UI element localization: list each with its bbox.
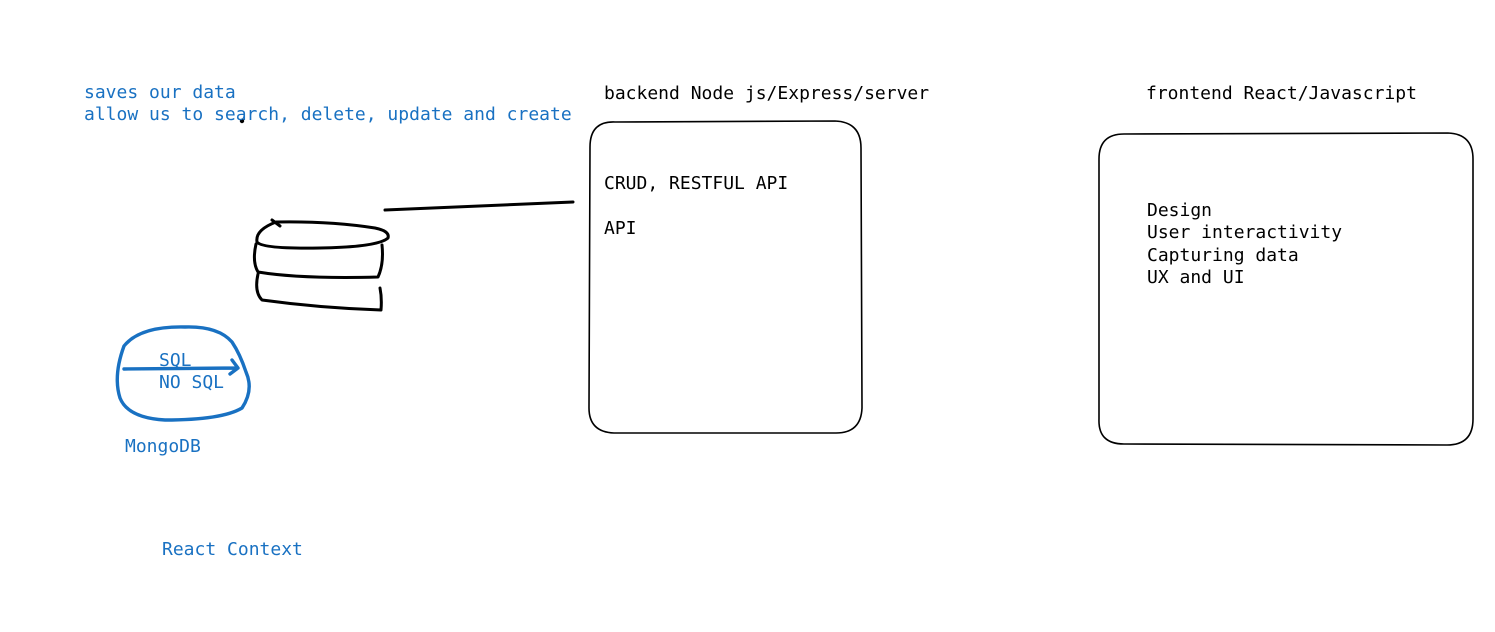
database-stack-icon xyxy=(252,218,390,312)
frontend-item-uxui: UX and UI xyxy=(1147,267,1245,288)
frontend-title: frontend React/Javascript xyxy=(1146,83,1417,104)
backend-title: backend Node js/Express/server xyxy=(604,83,930,104)
sql-label: SQL xyxy=(159,350,192,371)
frontend-item-capturing: Capturing data xyxy=(1147,245,1299,266)
stray-dot xyxy=(239,118,245,124)
frontend-item-interactivity: User interactivity xyxy=(1147,222,1343,243)
mongodb-label: MongoDB xyxy=(125,436,201,457)
frontend-box xyxy=(1098,132,1474,446)
database-types-blob xyxy=(115,325,251,422)
nosql-label: NO SQL xyxy=(159,372,225,393)
react-context-label: React Context xyxy=(162,539,303,560)
backend-box xyxy=(588,120,863,434)
frontend-item-design: Design xyxy=(1147,200,1213,221)
db-note-saves: saves our data xyxy=(84,82,236,103)
backend-api-label: API xyxy=(604,218,637,239)
db-note-crud: allow us to search, delete, update and c… xyxy=(84,104,572,125)
backend-crud-label: CRUD, RESTFUL API xyxy=(604,173,789,194)
db-backend-connector xyxy=(383,200,575,212)
